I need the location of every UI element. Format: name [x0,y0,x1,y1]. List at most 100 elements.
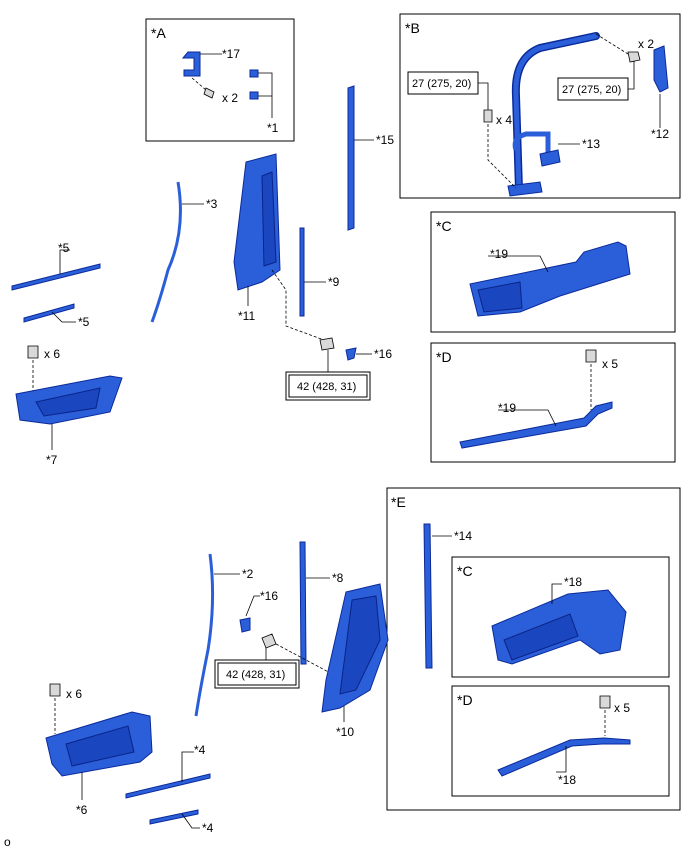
torque-bottom-outer [214,659,300,689]
part-18-c-face [503,613,579,661]
part-10-inner [339,595,381,695]
dash-bottom-center [275,643,337,677]
box-d-top-frame [430,342,676,463]
box-d-top-label: *D [436,349,452,365]
box-c-top-frame [430,211,676,333]
part-6-inner [65,725,135,767]
label-6: *6 [76,803,88,817]
box-e-label: *E [391,494,406,510]
part-7-inner [35,387,101,417]
box-e-frame [386,487,681,811]
part-4b [149,809,199,825]
part-13-base [539,149,561,167]
torque-top-outer [285,371,371,401]
lead-4b [181,813,200,829]
dash-11 [271,269,325,341]
torque-b-right: 27 (275, 20) [562,84,621,96]
lead-5b [51,311,76,323]
label-10: *10 [336,725,354,739]
label-19-d: *19 [498,401,516,415]
label-15: *15 [376,133,394,147]
bolt-left-top [27,345,39,359]
label-4b: *4 [202,821,214,835]
bolt-bottom-center [261,633,277,649]
lead-torque-b-right [628,60,635,90]
box-a-frame [145,18,295,142]
label-9: *9 [328,275,340,289]
qty-b-x4: x 4 [496,113,512,127]
qty-left-top-x6: x 6 [44,347,60,361]
part-5b [23,303,75,323]
part-19-c-face [477,281,523,313]
part-14 [423,523,433,669]
part-9 [299,227,305,317]
part-13-handle [512,131,551,160]
part-4a [125,773,211,799]
label-4a: *4 [194,743,206,757]
part-5a [11,263,101,291]
lead-18-d [556,746,567,773]
torque-b-left: 27 (275, 20) [412,78,471,90]
part-19-d [459,401,613,449]
qty-d-bottom-x5: x 5 [614,701,630,715]
label-18-d: *18 [558,773,576,787]
qty-d-top-x5: x 5 [602,357,618,371]
part-2 [194,553,215,717]
lead-4a [181,751,194,782]
label-12: *12 [651,127,669,141]
box-d-bottom-label: *D [457,692,473,708]
part-13-foot [507,181,543,197]
box-c-bottom-frame [451,556,670,678]
part-13-frame [513,33,599,193]
lead-torque-b-left [478,82,489,110]
label-3: *3 [206,197,218,211]
torque-bottom-inner [217,662,297,686]
qty-b-x2: x 2 [638,37,654,51]
box-b-label: *B [405,20,420,36]
part-15 [347,85,355,231]
label-8: *8 [332,571,344,585]
lead-19-d [498,409,557,427]
lead-1 [258,72,273,118]
torque-bottom-center: 42 (428, 31) [226,669,285,681]
bolt-left-bottom [49,683,61,697]
label-16-top: *16 [374,347,392,361]
part-16-bottom [239,617,251,633]
lead-18-c [551,583,562,604]
bolt-top-center [319,337,335,351]
bolt-d-top [585,349,597,363]
part-18-d [497,737,631,777]
lead-19-c [488,255,549,273]
label-1: *1 [267,121,279,135]
dash-a [191,77,207,91]
bolt-a [203,87,215,99]
lead-16-bottom [245,595,260,617]
part-12 [653,45,669,93]
box-a-label: *A [151,25,166,41]
part-3 [150,181,182,323]
part-11-inner [261,171,277,267]
part-16-top [345,347,357,361]
dash-b-right [595,33,629,55]
part-8 [299,541,307,665]
box-c-bottom-label: *C [457,563,473,579]
bolt-d-bottom [599,695,611,709]
label-11: *11 [238,309,255,323]
dash-b-left [487,124,517,189]
bolt-b-left [483,109,493,123]
torque-top-inner [288,374,368,398]
label-16-bottom: *16 [260,589,278,603]
label-13: *13 [582,137,600,151]
label-7: *7 [46,453,58,467]
box-d-bottom-frame [451,685,670,797]
qty-left-bottom-x6: x 6 [66,687,82,701]
label-5a: *5 [58,241,70,255]
box-b-frame [399,13,681,199]
part-1-b [249,91,259,100]
bolt-b-right [627,51,641,63]
part-1-a [249,69,259,78]
lead-5a [59,249,70,274]
label-17: *17 [222,47,240,61]
